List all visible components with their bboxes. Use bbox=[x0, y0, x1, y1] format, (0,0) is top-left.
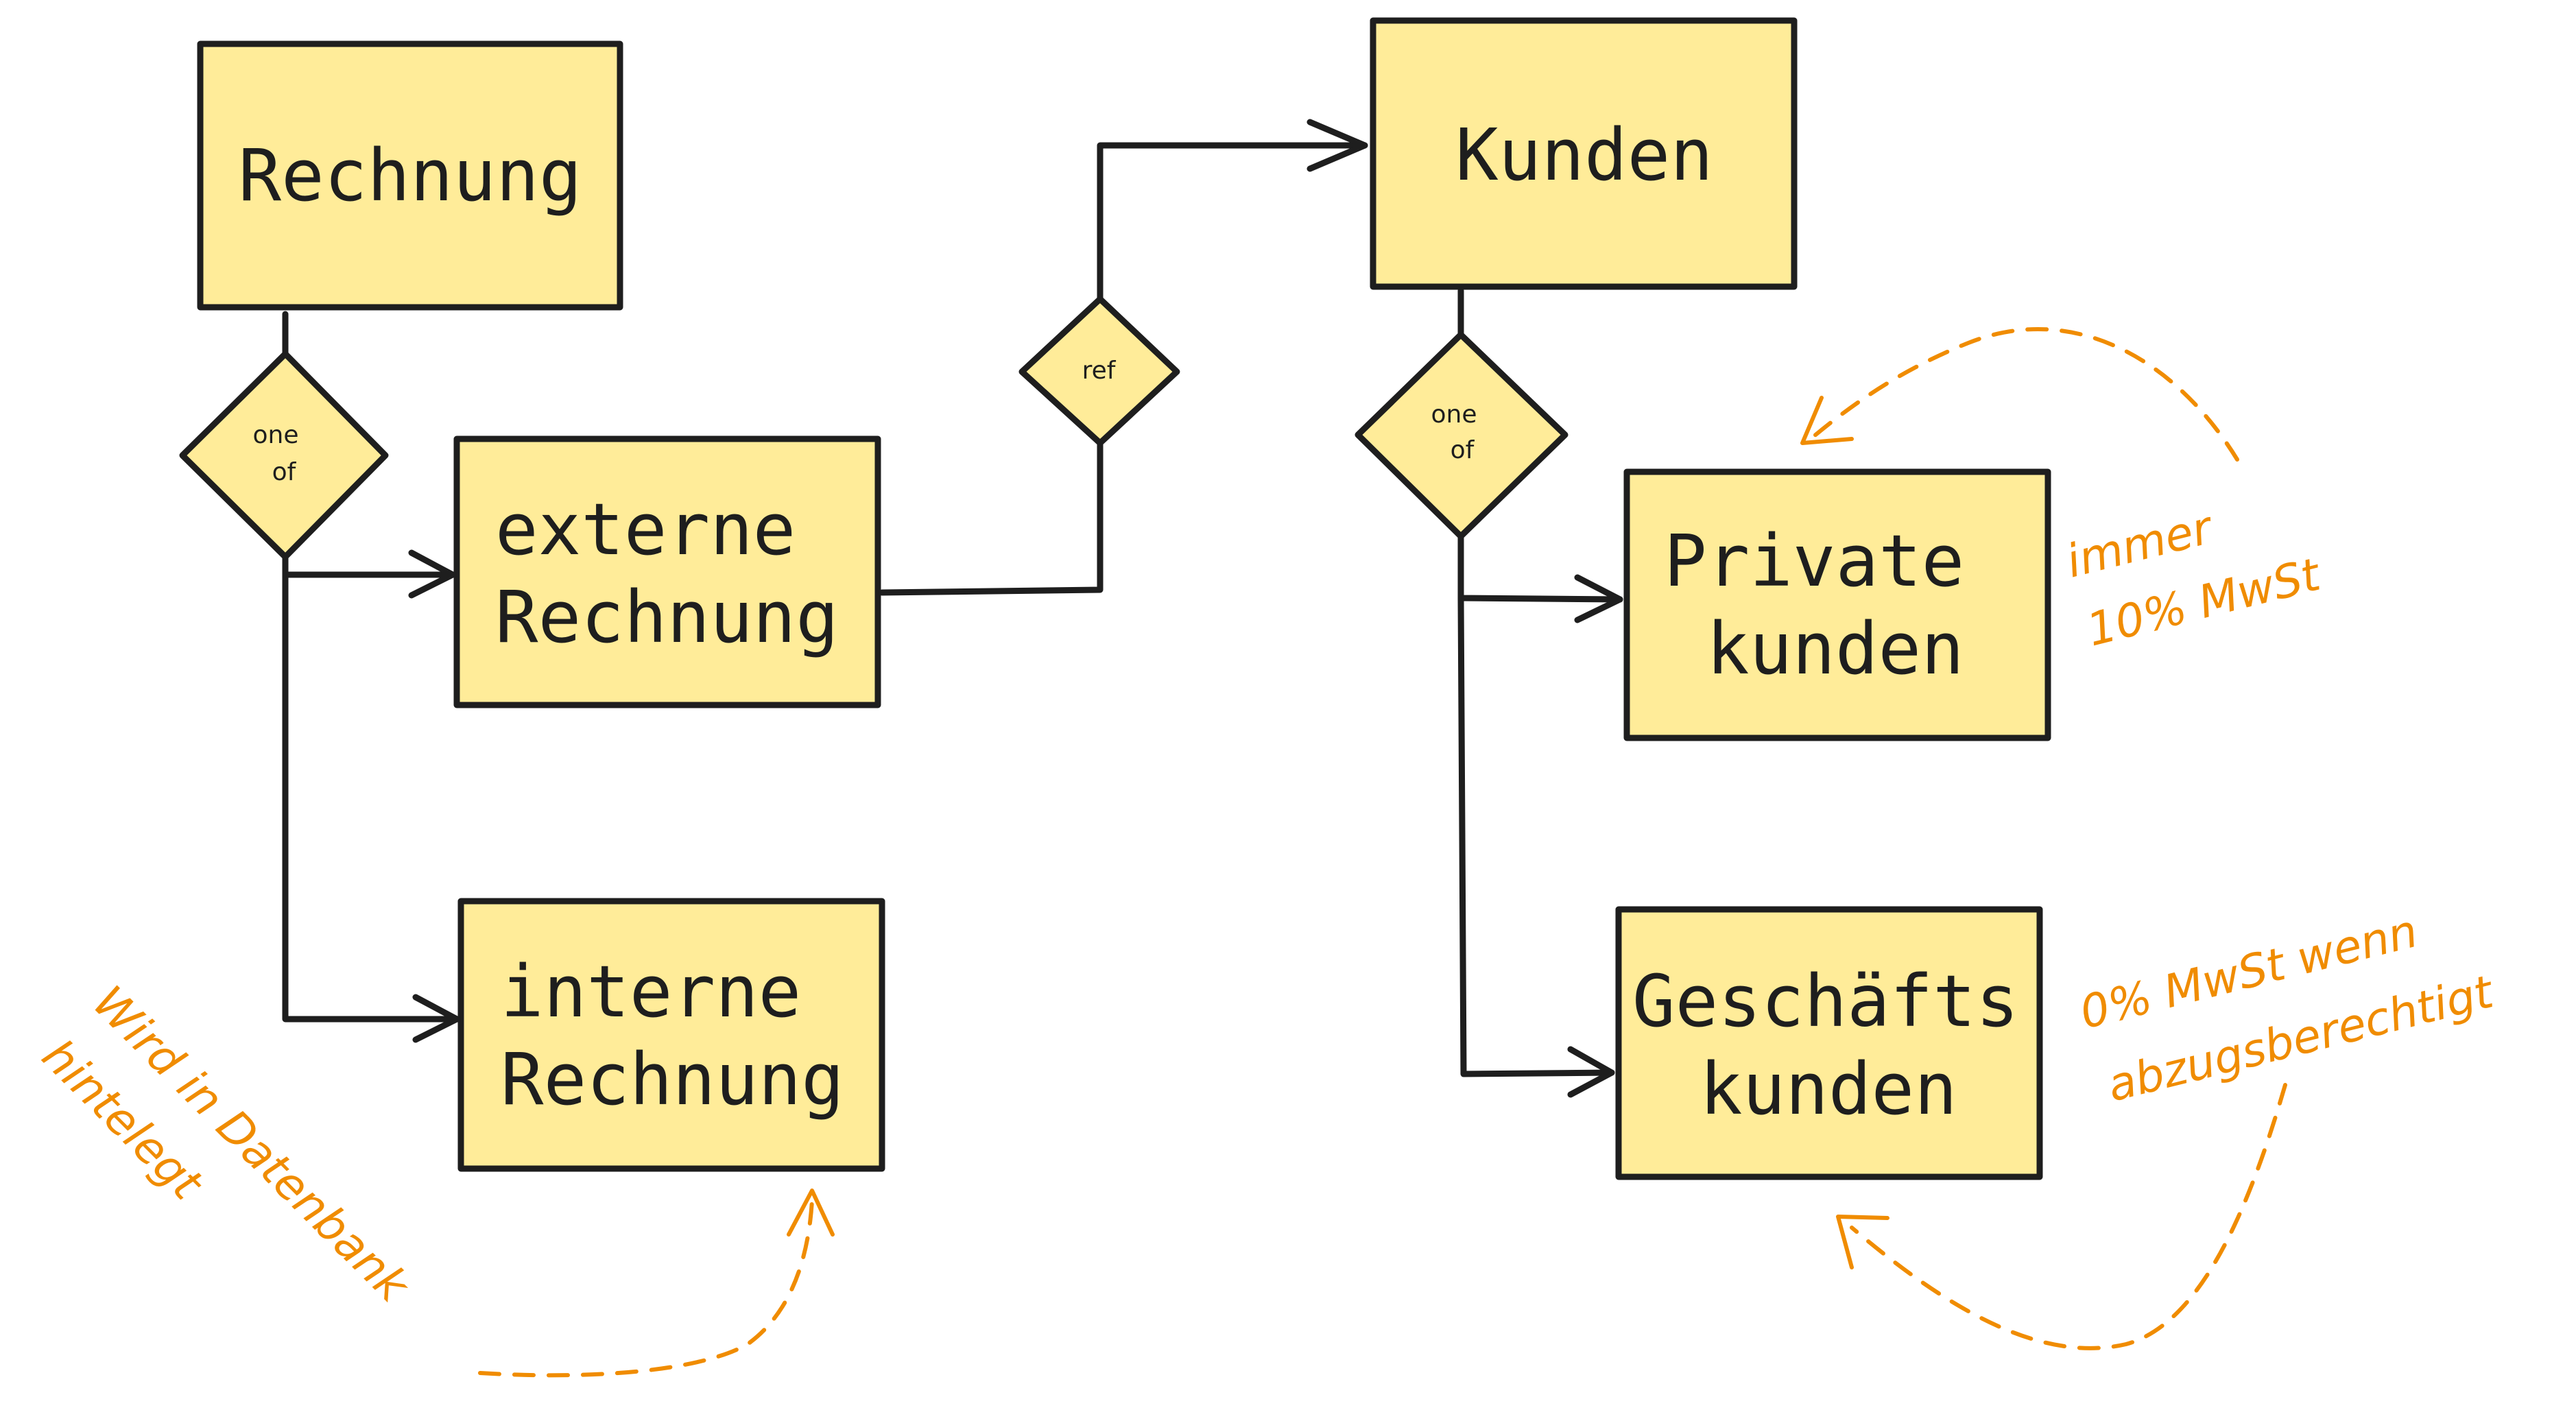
entity-externe-rechnung-line-1: externe bbox=[495, 488, 796, 571]
connector-ref-to-kunden bbox=[1097, 142, 1368, 302]
note-internal-storage-arrowhead bbox=[787, 1189, 835, 1237]
note-private-tax-line-1: immer bbox=[2061, 501, 2219, 588]
entity-interne-rechnung[interactable]: interne Rechnung bbox=[457, 898, 885, 1172]
entity-interne-rechnung-line-2: Rechnung bbox=[501, 1038, 844, 1121]
arrowhead-externe-rechnung bbox=[408, 549, 456, 599]
arrowhead-kunden bbox=[1307, 119, 1368, 172]
entity-kunden[interactable]: Kunden bbox=[1370, 17, 1798, 290]
note-business-tax-arrowhead bbox=[1836, 1215, 1889, 1269]
relation-rechnung-one-of[interactable]: one of bbox=[179, 350, 389, 560]
relation-kunden-one-of[interactable]: one of bbox=[1355, 331, 1569, 540]
arrowhead-interne-rechnung bbox=[412, 994, 460, 1043]
entity-rechnung-label: Rechnung bbox=[239, 134, 582, 217]
relation-rechnung-one-of-line-1: one bbox=[253, 421, 299, 449]
arrowhead-geschaefts-kunden bbox=[1567, 1046, 1615, 1098]
connector-externe-to-ref bbox=[879, 440, 1104, 596]
entity-geschaefts-kunden[interactable]: Geschäfts kunden bbox=[1615, 906, 2043, 1180]
relation-kunden-one-of-line-1: one bbox=[1431, 401, 1477, 429]
connector-choice-to-geschaefts bbox=[1457, 595, 1615, 1077]
note-business-tax-arrow bbox=[1850, 1083, 2287, 1350]
entity-private-kunden-line-2: kunden bbox=[1706, 607, 1964, 691]
relation-reference-label: ref bbox=[1082, 357, 1117, 385]
connectors bbox=[282, 119, 1623, 1098]
entity-externe-rechnung-line-2: Rechnung bbox=[495, 575, 839, 659]
entity-private-kunden-line-1: Private bbox=[1664, 519, 1964, 603]
entity-geschaefts-kunden-line-1: Geschäfts bbox=[1632, 959, 2019, 1043]
entity-geschaefts-kunden-line-2: kunden bbox=[1700, 1047, 1957, 1131]
entity-interne-rechnung-line-1: interne bbox=[501, 950, 801, 1034]
connector-choice-to-interne bbox=[282, 571, 460, 1023]
entity-externe-rechnung[interactable]: externe Rechnung bbox=[453, 435, 881, 708]
arrowhead-private-kunden bbox=[1574, 574, 1623, 623]
entity-kunden-label: Kunden bbox=[1455, 113, 1713, 197]
note-private-tax-arrow bbox=[1809, 326, 2239, 462]
relation-rechnung-one-of-line-2: of bbox=[272, 458, 297, 486]
relation-kunden-one-of-line-2: of bbox=[1451, 436, 1475, 464]
entity-private-kunden[interactable]: Private kunden bbox=[1623, 468, 2051, 741]
entity-rechnung[interactable]: Rechnung bbox=[197, 40, 623, 311]
relation-reference[interactable]: ref bbox=[1018, 296, 1180, 446]
note-internal-storage-arrow bbox=[478, 1198, 814, 1378]
note-private-tax-arrowhead bbox=[1800, 396, 1854, 445]
